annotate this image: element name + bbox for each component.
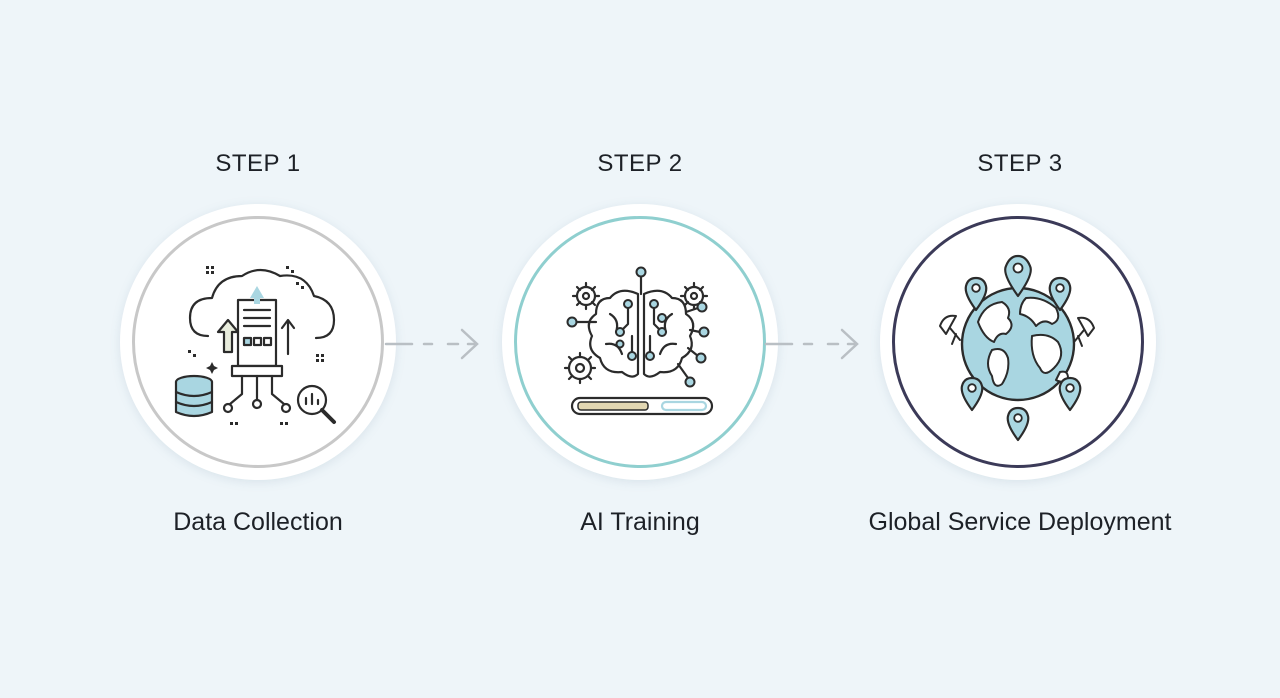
training-progress-fill — [577, 401, 649, 411]
step-2-disc — [502, 204, 778, 480]
step-3-ring — [892, 216, 1144, 468]
step-3: STEP 3 — [830, 0, 1210, 698]
step-2: STEP 2 — [450, 0, 830, 698]
step-3-disc — [880, 204, 1156, 480]
step-1-ring — [132, 216, 384, 468]
cloud-data-collection-icon — [174, 266, 336, 425]
step-3-label: STEP 3 — [977, 150, 1063, 177]
step-2-label: STEP 2 — [597, 150, 683, 177]
step-2-title: AI Training — [580, 508, 700, 536]
arrow-right-icon — [384, 328, 479, 360]
step-1: STEP 1 — [68, 0, 448, 698]
ai-brain-training-icon — [563, 266, 714, 416]
step-3-title: Global Service Deployment — [868, 508, 1172, 536]
step-1-title: Data Collection — [173, 508, 343, 536]
step-1-disc — [120, 204, 396, 480]
step-2-ring — [514, 216, 766, 468]
globe-deployment-icon — [939, 254, 1095, 442]
arrow-right-icon — [764, 328, 859, 360]
step-1-label: STEP 1 — [215, 150, 301, 177]
